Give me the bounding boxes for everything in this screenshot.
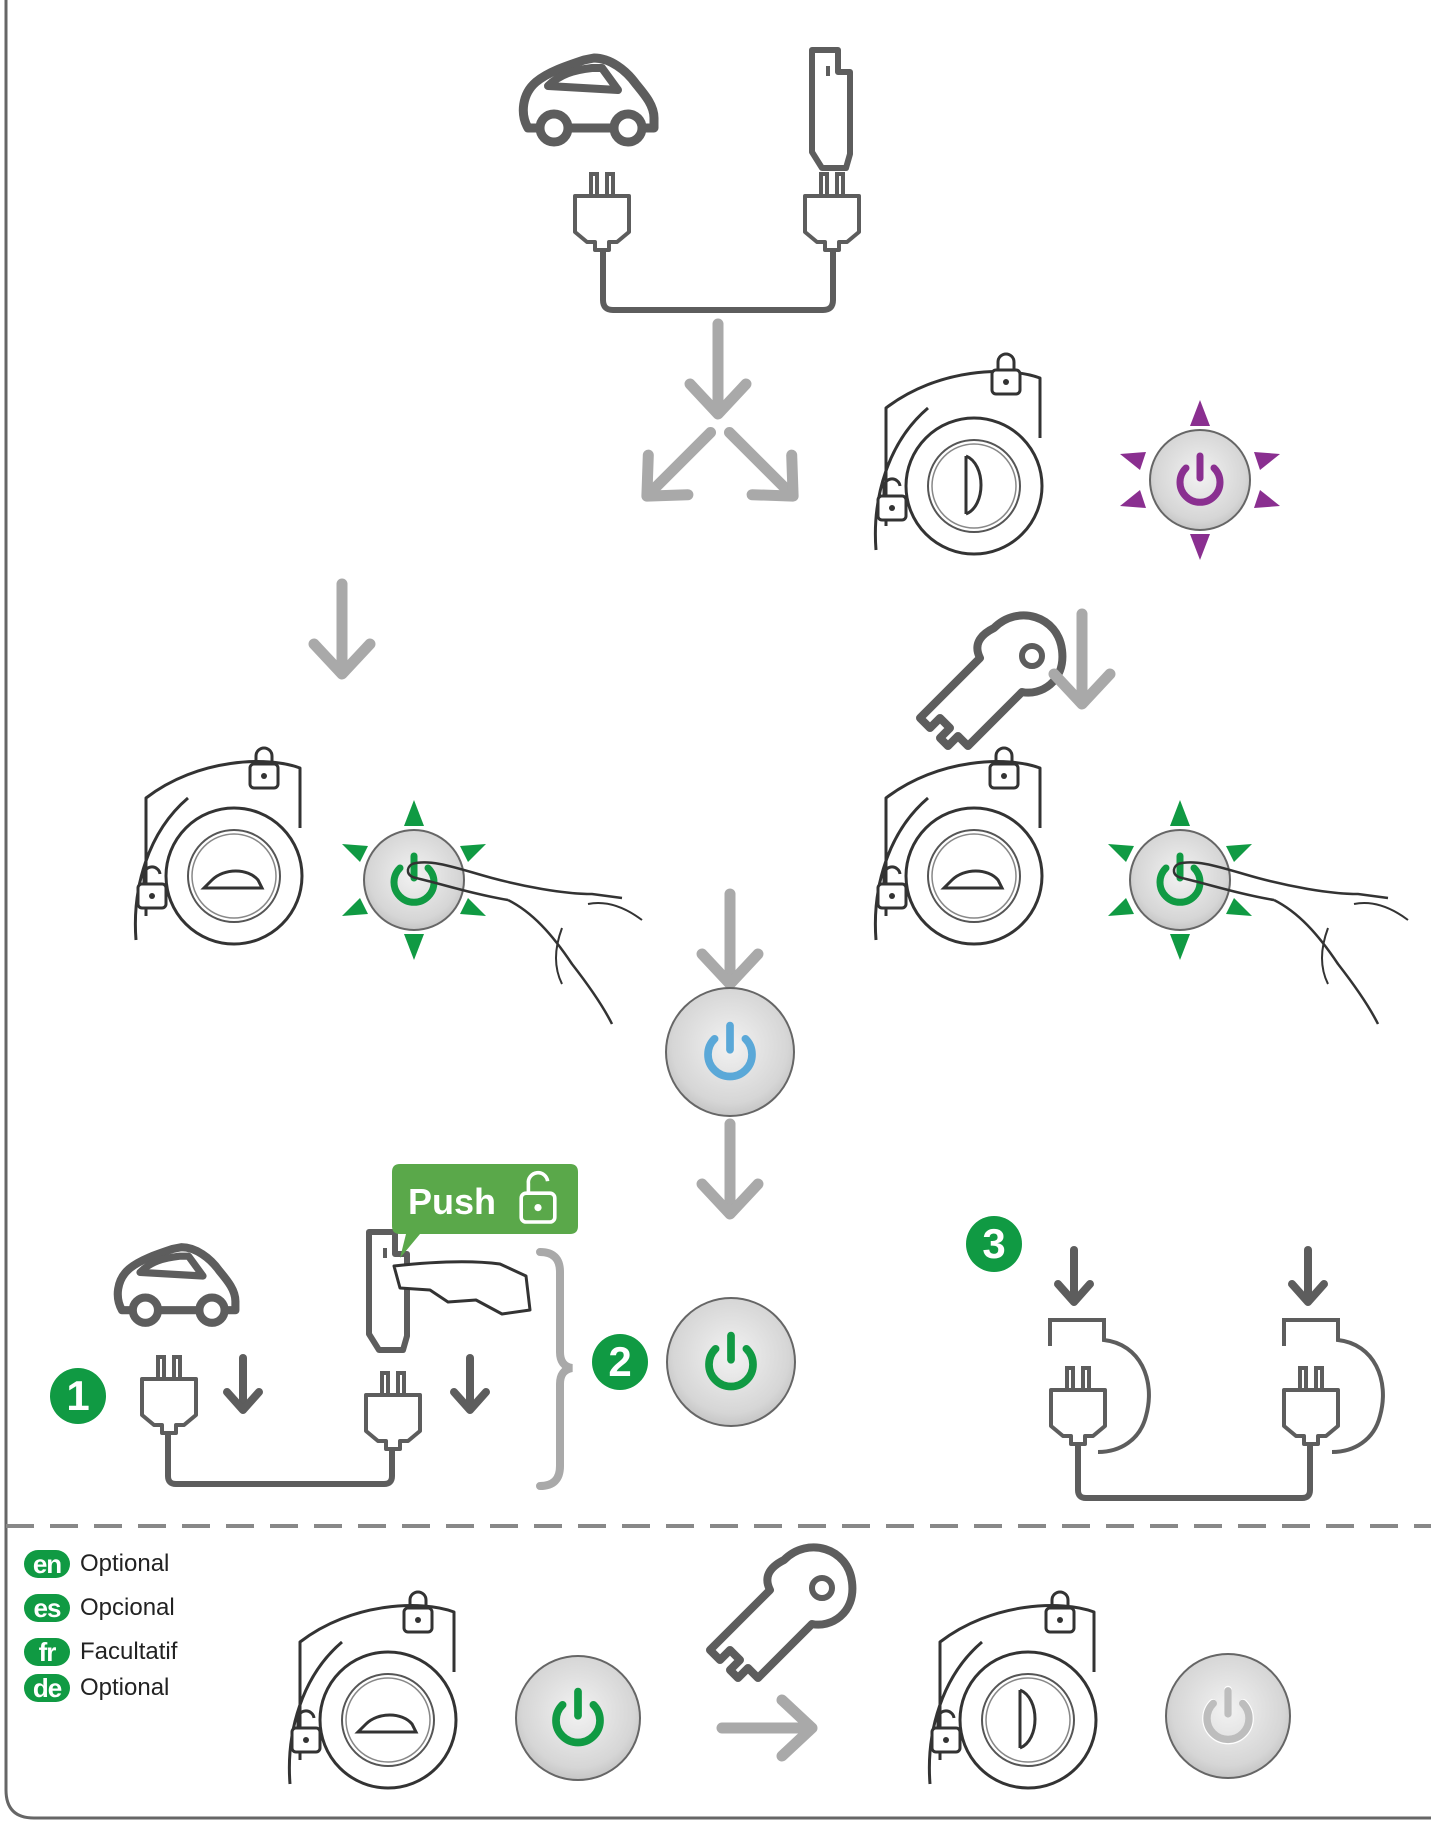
lang-badge-fr: fr <box>24 1638 70 1666</box>
key-icon <box>710 1547 852 1678</box>
lock-icon <box>248 746 280 790</box>
lock-icon <box>988 746 1020 790</box>
arrow-down-small-icon <box>227 1358 259 1410</box>
push-label: Push <box>407 1181 496 1222</box>
lang-badge-de: de <box>24 1674 70 1702</box>
step-badge-2: 2 <box>592 1334 648 1390</box>
plug-icon <box>364 1371 422 1451</box>
lang-label-es: Opcional <box>80 1594 175 1621</box>
push-callout <box>392 1164 578 1258</box>
arrow-down-small-icon <box>1058 1250 1090 1302</box>
key-switch-locked-dial <box>873 352 1044 556</box>
holster-icon <box>1048 1318 1385 1454</box>
lang-label-fr: Facultatif <box>80 1638 178 1665</box>
lang-row-es: es Opcional <box>24 1590 175 1626</box>
car-icon <box>118 1247 236 1323</box>
wallbox-icon <box>369 1232 407 1350</box>
power-button-green <box>666 1297 796 1427</box>
cable-line <box>600 250 836 313</box>
key-icon <box>920 615 1062 746</box>
plug-icon <box>803 172 861 252</box>
power-button-flashing-green <box>1108 800 1252 960</box>
group-bracket <box>536 1248 573 1490</box>
lang-badge-en: en <box>24 1550 70 1578</box>
lang-label-en: Optional <box>80 1550 170 1577</box>
car-icon <box>523 58 654 142</box>
plug-icon <box>140 1355 198 1435</box>
lock-icon <box>990 352 1022 396</box>
plug-icon <box>1049 1366 1107 1446</box>
lang-row-de: de Optional <box>24 1670 169 1706</box>
unlock-icon <box>519 1171 557 1224</box>
lock-icon <box>1044 1590 1076 1634</box>
arrow-down-icon <box>702 894 758 984</box>
power-button-flashing-green <box>342 800 486 960</box>
arrow-down-small-icon <box>1292 1250 1324 1302</box>
arrow-down-icon <box>314 584 370 674</box>
arrow-right-icon <box>722 1700 812 1756</box>
lang-row-en: en Optional <box>24 1546 169 1582</box>
key-switch-locked-dial <box>927 1590 1098 1790</box>
push-hand-icon <box>392 1260 532 1316</box>
lang-badge-es: es <box>24 1594 70 1622</box>
key-switch-unlocked-dial <box>873 746 1044 946</box>
lock-icon <box>402 1590 434 1634</box>
arrow-down-small-icon <box>454 1358 486 1410</box>
key-switch-unlocked-dial <box>287 1590 458 1790</box>
plug-icon <box>573 172 631 252</box>
power-button-blue <box>665 987 795 1117</box>
arrow-down-right-icon <box>710 413 813 516</box>
step-badge-1: 1 <box>50 1368 106 1424</box>
arrow-down-left-icon <box>627 413 730 516</box>
power-button-green <box>515 1655 641 1781</box>
cable-line <box>1075 1444 1313 1501</box>
step-badge-3: 3 <box>966 1216 1022 1272</box>
power-button-off <box>1165 1653 1291 1779</box>
cable-line <box>165 1432 395 1487</box>
wallbox-icon <box>812 50 850 168</box>
power-button-flashing-purple <box>1120 400 1280 560</box>
arrow-down-icon <box>702 1124 758 1214</box>
lang-label-de: Optional <box>80 1674 170 1701</box>
plug-icon <box>1282 1366 1340 1446</box>
arrow-down-icon <box>690 324 746 414</box>
outer-frame <box>4 0 1431 1820</box>
lang-row-fr: fr Facultatif <box>24 1634 177 1670</box>
key-switch-unlocked-dial <box>133 746 304 946</box>
